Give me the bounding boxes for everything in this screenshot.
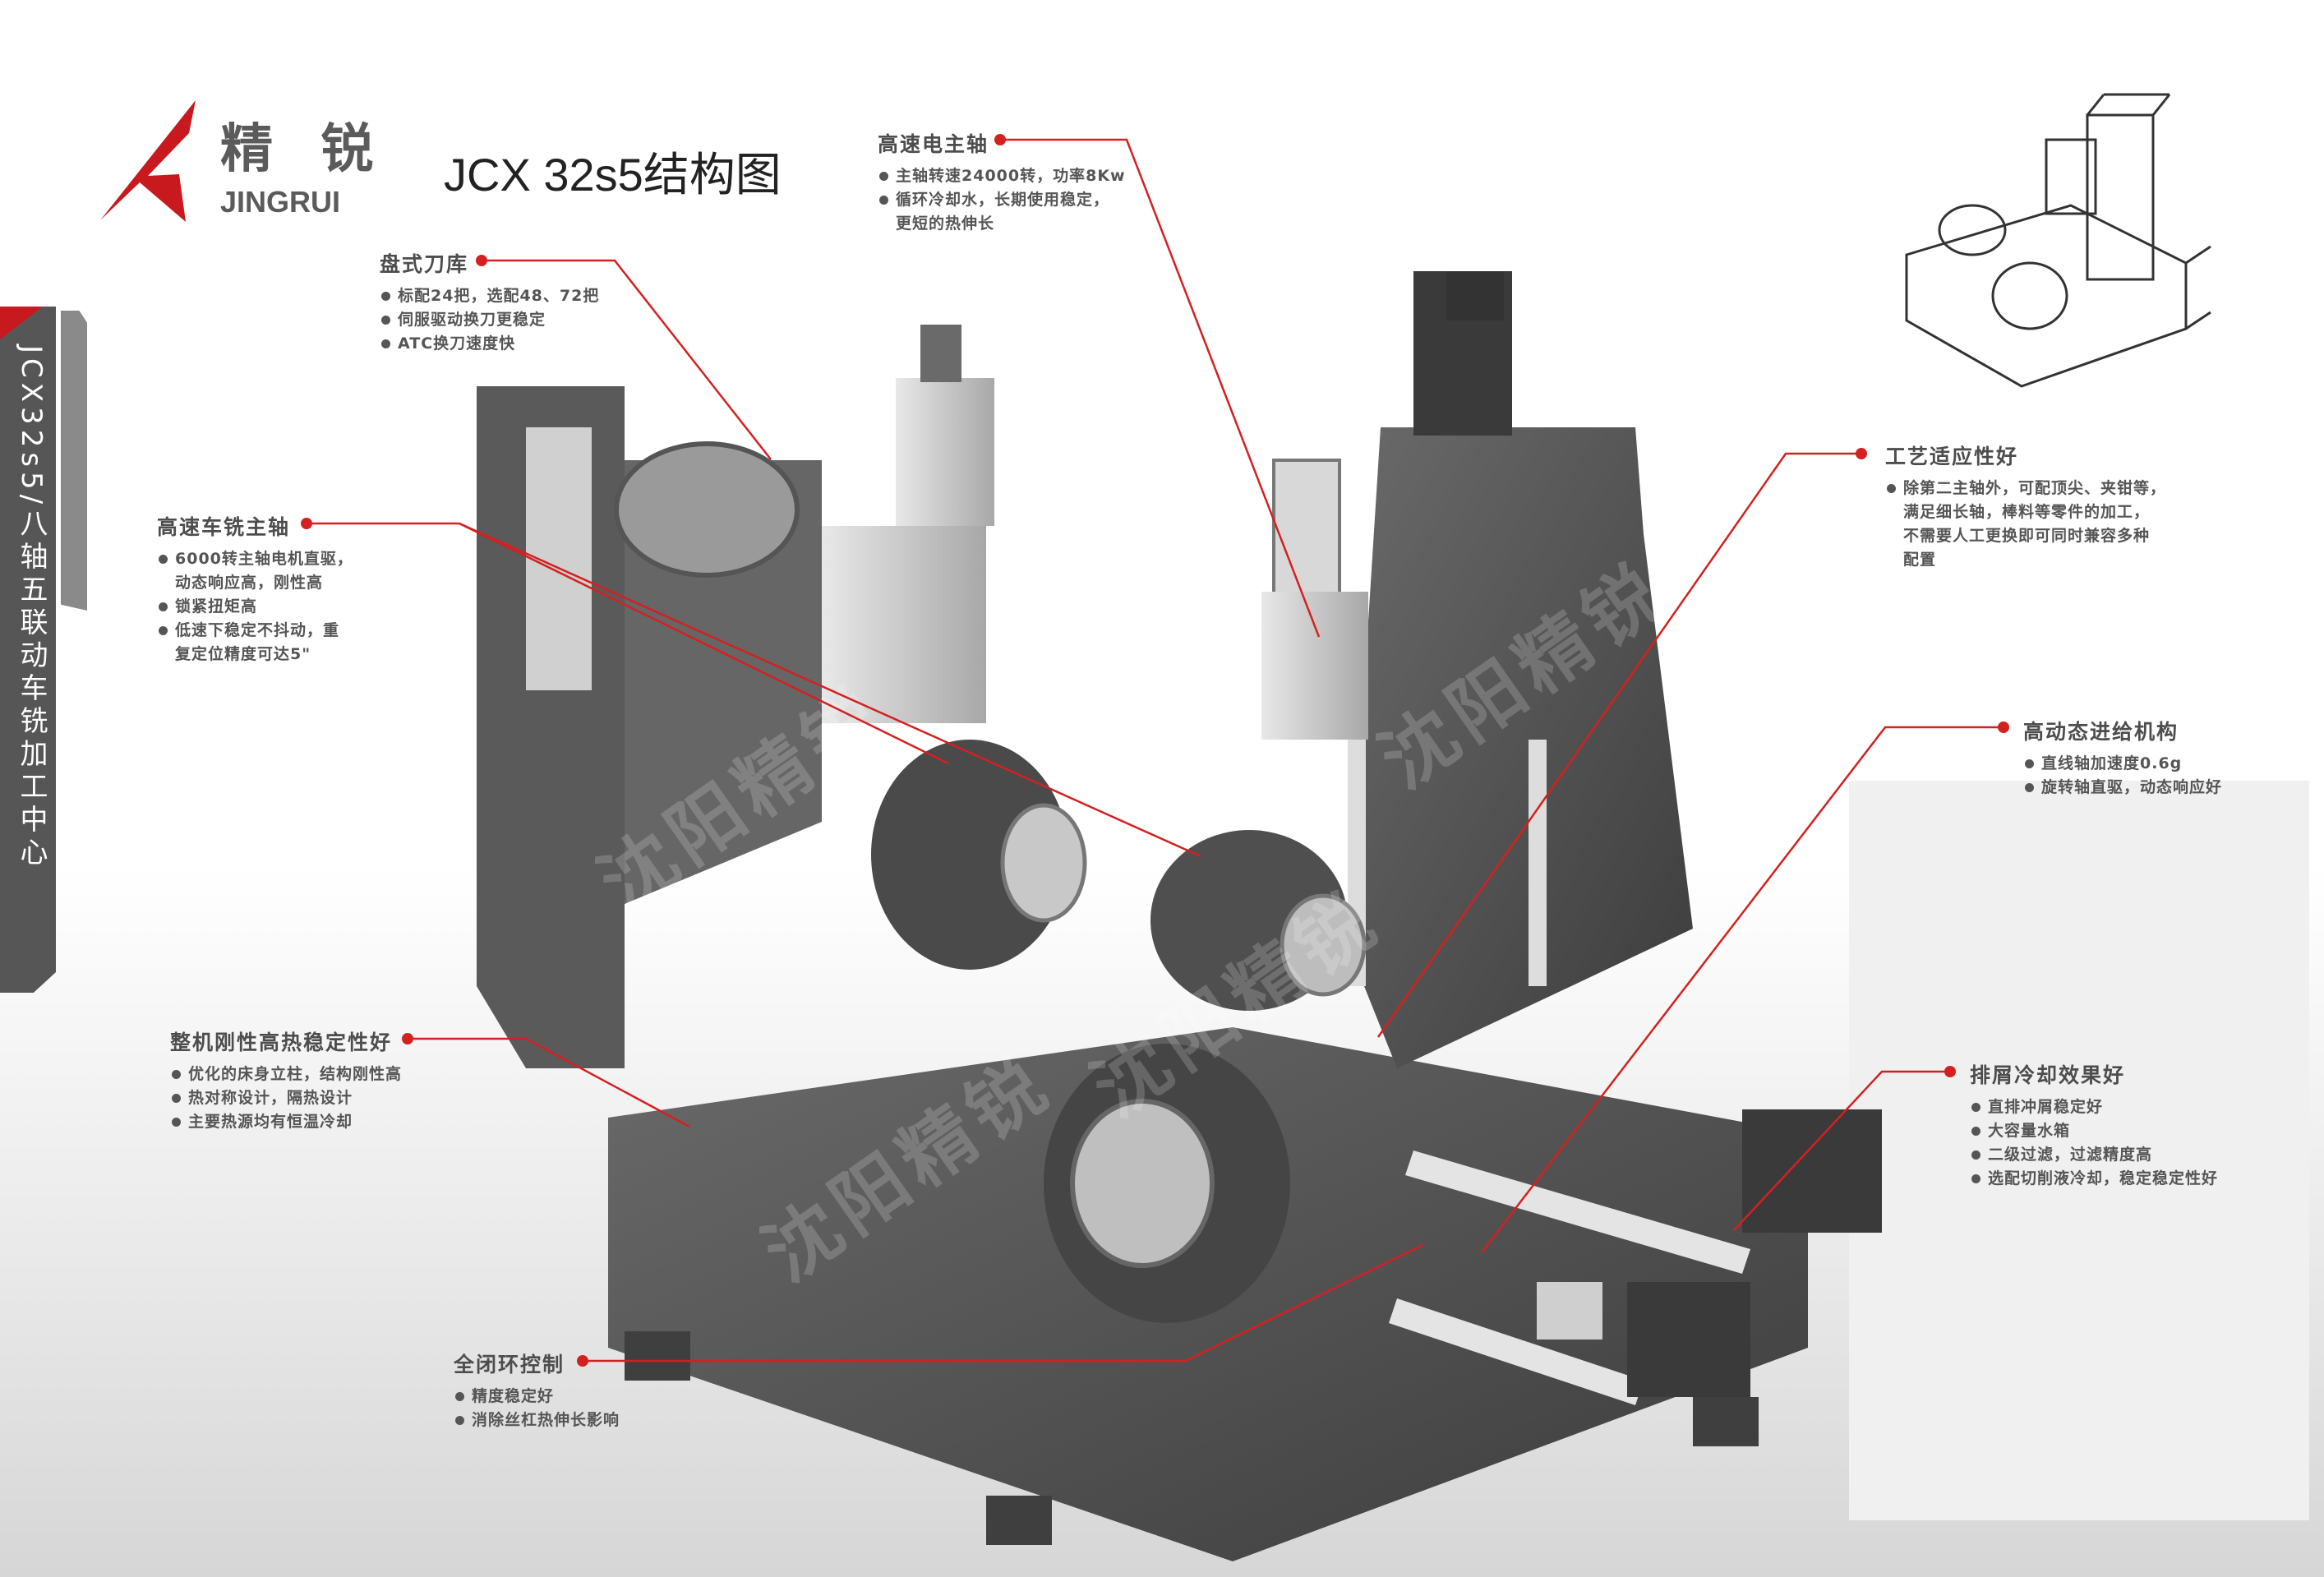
callout-turning-spindle: 高速车铣主轴 6000转主轴电机直驱， 动态响应高，刚性高锁紧扭矩高低速下稳定不… xyxy=(157,511,353,666)
guide-rail-right xyxy=(1529,740,1547,986)
callout-item: 低速下稳定不抖动，重 复定位精度可达5" xyxy=(157,619,353,666)
callout-rigidity: 整机刚性高热稳定性好 优化的床身立柱，结构刚性高热对称设计，隔热设计主要热源均有… xyxy=(170,1026,402,1134)
callout-item: 精度稳定好 xyxy=(454,1385,620,1409)
callout-closed-loop: 全闭环控制 精度稳定好消除丝杠热伸长影响 xyxy=(454,1349,620,1432)
side-tab xyxy=(0,307,56,993)
foot xyxy=(986,1496,1052,1545)
second-chuck xyxy=(1280,893,1367,997)
jingrui-logo-icon xyxy=(100,100,196,222)
callout-item: 主轴转速24000转，功率8Kw xyxy=(878,164,1126,188)
page-title: JCX 32s5结构图 xyxy=(444,149,782,201)
left-panel xyxy=(526,427,592,690)
callout-title: 排屑冷却效果好 xyxy=(1970,1063,2126,1087)
side-tab-label: JCX32s5/八轴五联动车铣加工中心 xyxy=(15,345,48,871)
callout-title: 盘式刀库 xyxy=(380,252,469,276)
brand-name-cn: 精 锐 xyxy=(220,119,389,180)
callout-item: 优化的床身立柱，结构刚性高 xyxy=(170,1063,402,1086)
callout-title: 高速车铣主轴 xyxy=(157,515,291,539)
callout-process-adaptability: 工艺适应性好 除第二主轴外，可配顶尖、夹钳等， 满足细长轴，棒料等零件的加工， … xyxy=(1885,440,2166,572)
milling-spindle-head xyxy=(896,378,994,526)
callout-item: 标配24把，选配48、72把 xyxy=(380,284,599,308)
callout-title: 整机刚性高热稳定性好 xyxy=(170,1031,393,1054)
callout-chip-cooling: 排屑冷却效果好 直排冲屑稳定好大容量水箱二级过滤，过滤精度高选配切削液冷却，稳定… xyxy=(1970,1059,2218,1191)
callout-item: 循环冷却水，长期使用稳定， 更短的热伸长 xyxy=(878,188,1126,236)
servo-motor-upper xyxy=(1742,1109,1882,1233)
foot xyxy=(1693,1397,1759,1446)
spindle-motor xyxy=(920,325,961,382)
callout-item: 直线轴加速度0.6g xyxy=(2023,752,2222,776)
motor-cap xyxy=(1446,271,1504,320)
callout-item: 主要热源均有恒温冷却 xyxy=(170,1110,402,1134)
callout-title: 全闭环控制 xyxy=(454,1353,565,1376)
callout-title: 高动态进给机构 xyxy=(2023,720,2179,744)
callout-item: 二级过滤，过滤精度高 xyxy=(1970,1143,2218,1167)
side-tab-shadow xyxy=(61,311,87,611)
callout-item: ATC换刀速度快 xyxy=(380,332,599,356)
axis-schematic-inset xyxy=(1905,93,2211,388)
callout-item: 直排冲屑稳定好 xyxy=(1970,1095,2218,1119)
callout-item: 伺服驱动换刀更稳定 xyxy=(380,308,599,332)
callout-title: 高速电主轴 xyxy=(878,132,989,156)
callout-item: 大容量水箱 xyxy=(1970,1119,2218,1143)
brand-name-en: JINGRUI xyxy=(220,185,341,219)
callout-item: 6000转主轴电机直驱， 动态响应高，刚性高 xyxy=(157,547,353,595)
callout-item: 消除丝杠热伸长影响 xyxy=(454,1409,620,1432)
callout-item: 热对称设计，隔热设计 xyxy=(170,1086,402,1110)
callout-item: 旋转轴直驱，动态响应好 xyxy=(2023,776,2222,800)
foot xyxy=(625,1331,690,1381)
linear-rail-lower xyxy=(1389,1298,1644,1405)
callout-item: 锁紧扭矩高 xyxy=(157,595,353,619)
electric-spindle-housing xyxy=(1261,592,1368,740)
callout-title: 工艺适应性好 xyxy=(1885,445,2019,468)
servo-motor-lower xyxy=(1627,1282,1750,1397)
callout-item: 除第二主轴外，可配顶尖、夹钳等， 满足细长轴，棒料等零件的加工， 不需要人工更换… xyxy=(1885,477,2166,572)
chuck xyxy=(1000,803,1087,923)
callout-item: 选配切削液冷却，稳定稳定性好 xyxy=(1970,1167,2218,1191)
coupling xyxy=(1537,1282,1602,1340)
tool-magazine xyxy=(614,441,800,578)
